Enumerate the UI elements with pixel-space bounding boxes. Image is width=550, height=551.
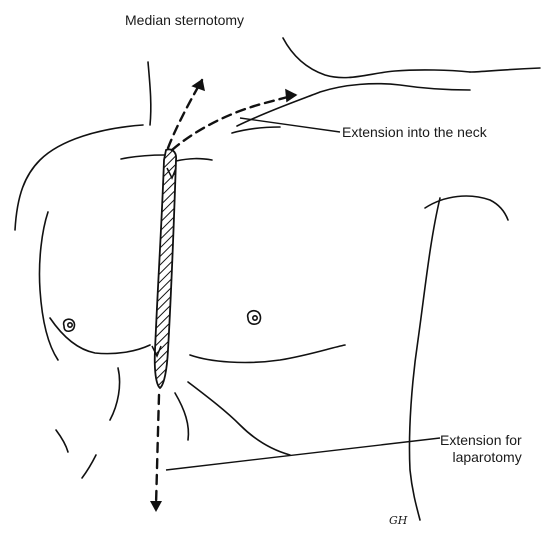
neck-arrowhead-right [286, 90, 296, 101]
artist-signature: GH [389, 514, 407, 527]
laparotomy-label-line2: laparotomy [440, 449, 522, 466]
right-costal-margin-2 [175, 393, 188, 440]
left-shoulder-outline [15, 125, 143, 230]
laparotomy-label-line1: Extension for [440, 432, 522, 449]
neck-right-outline [283, 38, 470, 78]
right-nipple-areola [253, 316, 257, 320]
left-pectoral-outline [50, 318, 150, 354]
laparotomy-extension-label: Extension for laparotomy [440, 432, 522, 466]
laparotomy-label-leader-line [166, 438, 440, 470]
left-rib-dash-1 [56, 430, 68, 452]
laparotomy-arrowhead [150, 501, 162, 512]
sternal-notch-right [176, 159, 212, 161]
neck-extension-label: Extension into the neck [342, 124, 487, 141]
right-nipple [248, 311, 261, 324]
neck-label-leader-line [240, 118, 340, 132]
right-clavicle [237, 84, 470, 126]
sternal-notch-left [121, 155, 165, 159]
neck-arrowhead-left [193, 80, 204, 90]
laparotomy-extension-dashed-line [156, 395, 159, 505]
right-costal-margin [188, 382, 290, 455]
neck-extension-arrows [168, 80, 295, 150]
neck-left-outline [148, 62, 151, 125]
left-nipple-areola [68, 323, 72, 327]
right-flank-outline [409, 198, 440, 520]
figure-title: Median sternotomy [125, 12, 244, 29]
right-shoulder-upper [470, 68, 540, 72]
right-pectoral-outline [190, 345, 345, 362]
left-costal-margin [110, 368, 120, 420]
neck-extension-left-dashed-line [168, 80, 202, 148]
left-arm-outline [39, 212, 58, 360]
left-rib-dash-2 [82, 455, 96, 478]
right-clavicle-fold [232, 127, 280, 133]
